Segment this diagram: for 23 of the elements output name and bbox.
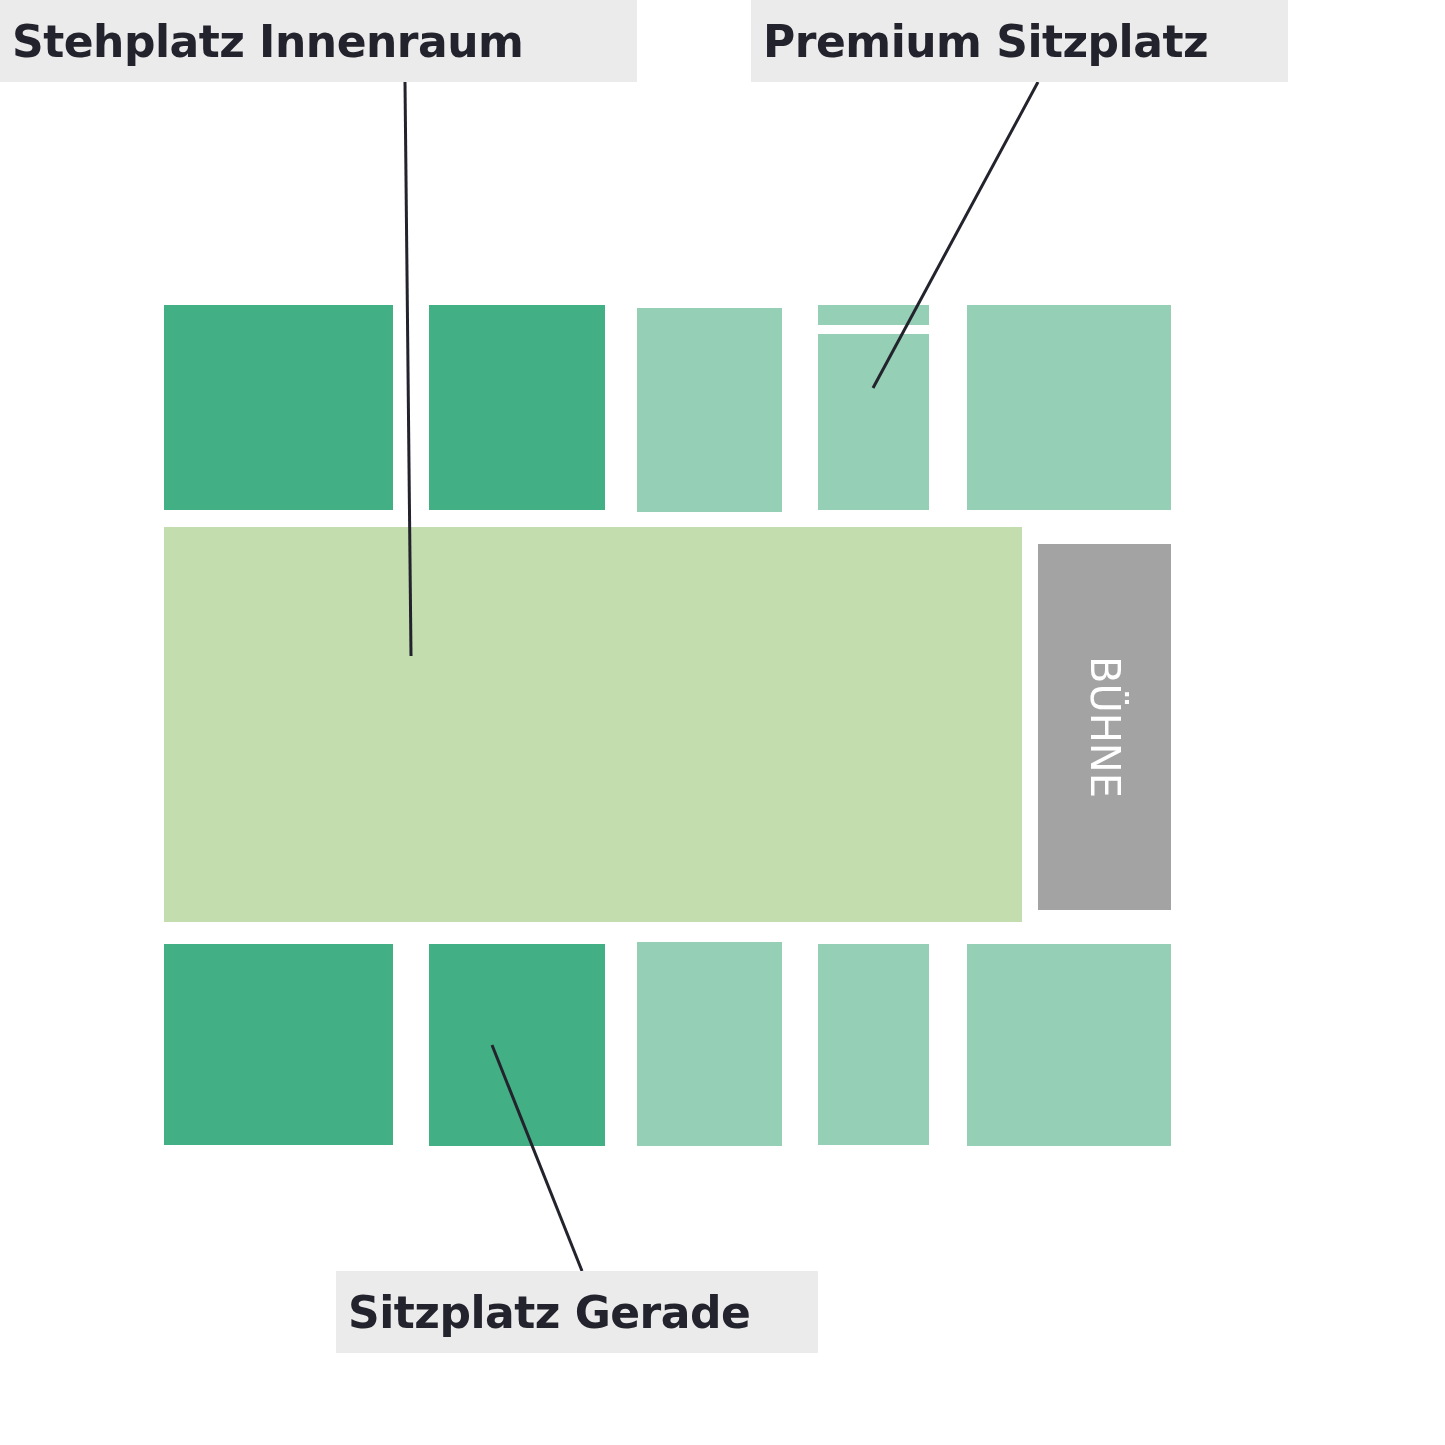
stage-box (1038, 544, 1171, 910)
seating-block (818, 305, 929, 325)
leader-line (490, 1044, 584, 1272)
stage-label: BÜHNE (1081, 656, 1128, 798)
seating-block (637, 308, 782, 512)
seating-block (967, 944, 1171, 1146)
label-background (336, 1271, 818, 1353)
seating-block (818, 334, 929, 510)
seating-block (429, 305, 605, 510)
seating-block (164, 527, 1022, 922)
seating-block (429, 944, 605, 1146)
section-label: Premium Sitzplatz (763, 15, 1209, 67)
label-background (751, 0, 1288, 82)
seating-block (164, 944, 393, 1145)
section-label: Sitzplatz Gerade (348, 1286, 751, 1338)
seating-block (818, 944, 929, 1145)
seating-block (967, 305, 1171, 510)
seating-block (637, 942, 782, 1146)
leader-line (871, 81, 1040, 389)
section-label: Stehplatz Innenraum (12, 15, 524, 67)
leader-line (403, 82, 413, 656)
seating-block (164, 305, 393, 510)
label-background (0, 0, 637, 82)
